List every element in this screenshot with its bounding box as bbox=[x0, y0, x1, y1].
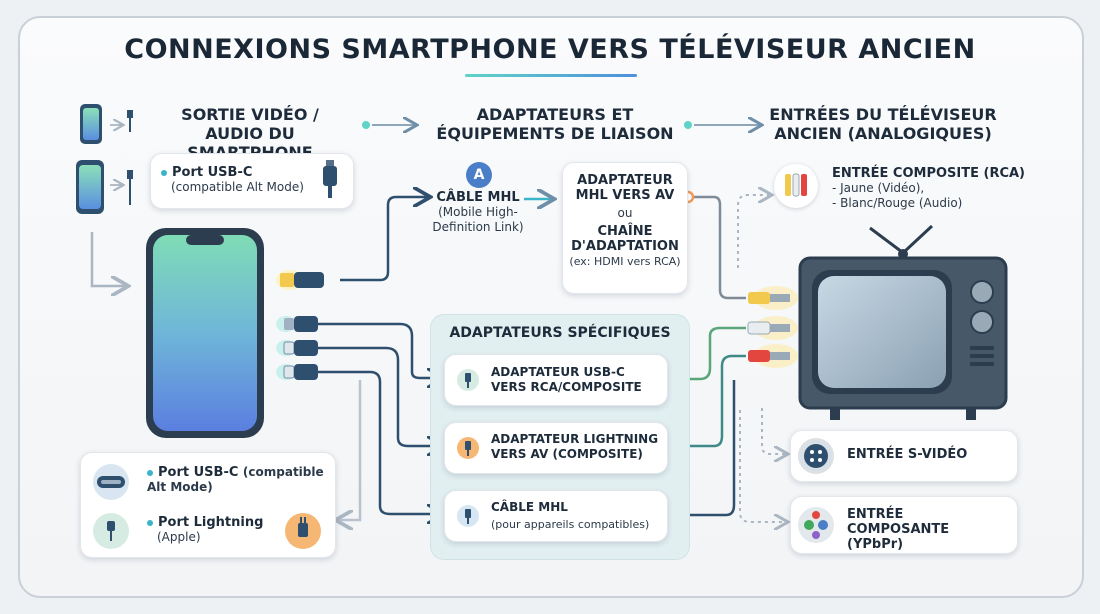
usbc-top-desc: (compatible Alt Mode) bbox=[171, 180, 304, 194]
usbc-port-icon bbox=[93, 464, 129, 500]
lightning-port-icon bbox=[93, 513, 129, 549]
route-usbc bbox=[318, 322, 442, 378]
mhl-label-group: CÂBLE MHL (Mobile High-Definition Link) bbox=[428, 190, 528, 235]
rca-icon bbox=[774, 164, 818, 208]
component-card: ENTRÉE COMPOSANTE (YPbPr) bbox=[790, 496, 1018, 554]
component-icon bbox=[798, 507, 834, 543]
mhl-desc: (Mobile High-Definition Link) bbox=[432, 205, 524, 234]
dotted-component bbox=[739, 410, 786, 522]
ports-usbc-title: Port USB-C bbox=[158, 465, 239, 480]
cable-lightning-red bbox=[668, 354, 746, 448]
column-title-right: ENTRÉES DU TÉLÉVISEUR ANCIEN (ANALOGIQUE… bbox=[769, 105, 997, 143]
adapter-mhl-icon bbox=[457, 505, 479, 527]
svideo-card: ENTRÉE S-VIDÉO bbox=[790, 430, 1018, 482]
component-title: ENTRÉE COMPOSANTE bbox=[847, 507, 950, 537]
dotted-composite bbox=[737, 195, 770, 268]
header-arrow-2 bbox=[684, 121, 760, 129]
adapter-usbc-icon bbox=[457, 369, 479, 391]
adapter-usbc-title: ADAPTATEUR USB-C VERS RCA/COMPOSITE bbox=[491, 365, 642, 394]
usbc-top-card: Port USB-C (compatible Alt Mode) bbox=[150, 153, 354, 209]
ports-lightning-title: Port Lightning bbox=[158, 515, 264, 530]
elbow-arrow bbox=[90, 232, 126, 286]
composite-line1: - Jaune (Vidéo), bbox=[832, 181, 925, 195]
ports-card: Port USB-C (compatible Alt Mode) Port Li… bbox=[80, 452, 336, 558]
mhl-av-title1: ADAPTATEUR MHL VERS AV bbox=[575, 173, 675, 203]
component-sub: (YPbPr) bbox=[847, 537, 904, 552]
page-title: CONNEXIONS SMARTPHONE VERS TÉLÉVISEUR AN… bbox=[124, 34, 976, 65]
cable-av-yellow bbox=[692, 195, 746, 300]
mhl-av-desc: (ex: HDMI vers RCA) bbox=[569, 255, 681, 268]
dotted-svideo bbox=[761, 408, 786, 454]
adapter-card-mhl: CÂBLE MHL (pour appareils compatibles) bbox=[444, 490, 668, 542]
mhl-badge: A bbox=[466, 162, 492, 188]
port-icons bbox=[93, 464, 321, 549]
lightning-cable-icon bbox=[285, 513, 321, 549]
cable-mhl-specific bbox=[668, 380, 736, 517]
composite-text-group: ENTRÉE COMPOSITE (RCA) - Jaune (Vidéo), … bbox=[832, 166, 1042, 211]
adapter-lightning-icon bbox=[457, 437, 479, 459]
mhl-av-card: ADAPTATEUR MHL VERS AV ou CHAÎNE D'ADAPT… bbox=[562, 162, 688, 294]
route-mhl-specific bbox=[318, 370, 442, 514]
cable-usbc-white bbox=[668, 326, 746, 381]
adapter-mhl-desc: (pour appareils compatibles) bbox=[491, 518, 650, 531]
header-arrow-1 bbox=[362, 121, 415, 129]
mhl-title: CÂBLE MHL bbox=[436, 190, 520, 205]
return-arrow bbox=[338, 380, 362, 520]
svideo-title: ENTRÉE S-VIDÉO bbox=[847, 447, 968, 462]
route-mhl bbox=[340, 197, 428, 282]
adapter-card-lightning: ADAPTATEUR LIGHTNING VERS AV (COMPOSITE) bbox=[444, 422, 668, 474]
usbc-top-title: Port USB-C bbox=[172, 165, 253, 180]
title-underline bbox=[465, 74, 637, 77]
adapter-lightning-title: ADAPTATEUR LIGHTNING VERS AV (COMPOSITE) bbox=[491, 432, 659, 461]
ports-lightning-desc: (Apple) bbox=[157, 530, 201, 544]
specific-title: ADAPTATEURS SPÉCIFIQUES bbox=[449, 325, 671, 341]
composite-title: ENTRÉE COMPOSITE (RCA) bbox=[832, 166, 1026, 181]
adapter-mhl-title: CÂBLE MHL bbox=[491, 500, 568, 514]
usbc-connector-icon bbox=[323, 160, 337, 198]
adapter-card-usbc: ADAPTATEUR USB-C VERS RCA/COMPOSITE bbox=[444, 354, 668, 406]
composite-line2: - Blanc/Rouge (Audio) bbox=[832, 196, 963, 210]
mhl-av-or: ou bbox=[617, 206, 633, 220]
ports-usbc-desc: (compatible Alt Mode) bbox=[147, 465, 324, 494]
column-title-middle: ADAPTATEURS ET ÉQUIPEMENTS DE LIAISON bbox=[436, 105, 674, 143]
mhl-av-title2: CHAÎNE D'ADAPTATION bbox=[571, 224, 679, 254]
svideo-icon bbox=[798, 438, 834, 474]
route-lightning bbox=[318, 346, 442, 446]
